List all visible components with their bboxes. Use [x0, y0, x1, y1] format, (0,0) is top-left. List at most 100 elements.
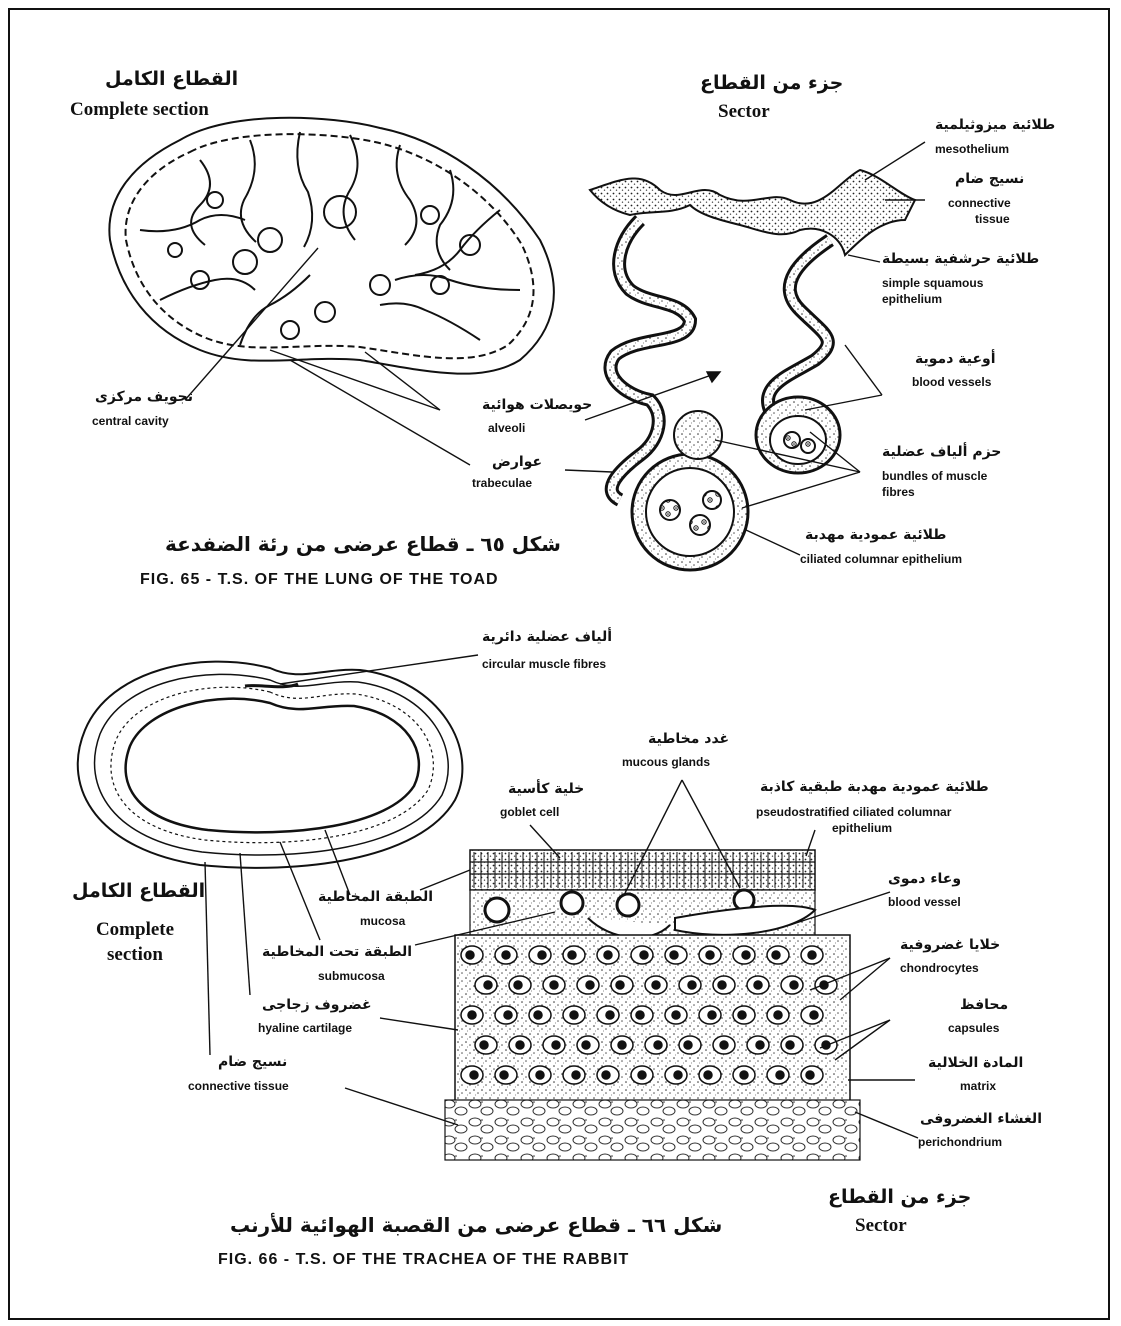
label-alveoli-ar: حويصلات هوائية: [482, 398, 592, 413]
fig65-caption-ar: شكل ٦٥ ـ قطاع عرضى من رئة الضفدعة: [165, 534, 561, 555]
chondrocyte-cell: [815, 976, 837, 994]
chondrocyte-cell: [611, 976, 633, 994]
chondrocyte-cell: [631, 1066, 653, 1084]
label-hyaline-ar: غضروف زجاجى: [262, 998, 372, 1013]
label-mucosa-ar: الطبقة المخاطية: [318, 890, 433, 905]
fig66-sector-ar: جزء من القطاع: [828, 1188, 971, 1208]
label-connective-en2: tissue: [975, 213, 1010, 226]
chondrocyte-cell: [767, 1066, 789, 1084]
fig65-left-title-en: Complete section: [70, 100, 209, 120]
chondrocyte-cell: [475, 976, 497, 994]
label-cavity-ar: تجويف مركزى: [95, 390, 193, 405]
fig66-left-title-ar: القطاع الكامل: [72, 882, 205, 902]
chondrocyte-cell: [631, 946, 653, 964]
label-vessels-en: blood vessels: [912, 376, 991, 389]
chondrocyte-cell: [529, 1006, 551, 1024]
label-submucosa-en: submucosa: [318, 970, 385, 983]
chondrocyte-cell: [529, 946, 551, 964]
label-goblet-ar: خلية كأسية: [508, 782, 584, 797]
chondrocyte-cell: [713, 1036, 735, 1054]
label-matrix-en: matrix: [960, 1080, 996, 1093]
chondrocyte-cell: [461, 1066, 483, 1084]
fig66-left-title-en2: section: [80, 945, 190, 965]
chondrocyte-cell: [597, 1066, 619, 1084]
label-pseudo-en1: pseudostratified ciliated columnar: [756, 806, 951, 819]
chondrocyte-cell: [767, 1006, 789, 1024]
label-capsules-en: capsules: [948, 1022, 999, 1035]
label-connective-ar: نسيج ضام: [955, 172, 1024, 187]
chondrocyte-cell: [631, 1006, 653, 1024]
label-trabeculae-en: trabeculae: [472, 477, 532, 490]
label-muscle-en1: bundles of muscle: [882, 470, 987, 483]
label-conn-en: connective tissue: [188, 1080, 289, 1093]
label-glands-en: mucous glands: [622, 756, 710, 769]
chondrocyte-cell: [733, 946, 755, 964]
label-squamous-ar: طلائية حرشفية بسيطة: [882, 252, 1039, 267]
label-circular-en: circular muscle fibres: [482, 658, 606, 671]
label-chondro-en: chondrocytes: [900, 962, 979, 975]
chondrocyte-cell: [509, 1036, 531, 1054]
trachea-sector: [445, 850, 860, 1160]
chondrocyte-cell: [645, 1036, 667, 1054]
chondrocyte-cell: [747, 1036, 769, 1054]
label-vessels-ar: أوعية دموية: [915, 352, 996, 367]
label-vessel-en: blood vessel: [888, 896, 961, 909]
label-muscle-ar: حزم ألياف عضلية: [882, 445, 1001, 460]
fig66-caption-en: FIG. 66 - T.S. OF THE TRACHEA OF THE RAB…: [218, 1252, 629, 1269]
chondrocyte-cell: [747, 976, 769, 994]
label-ciliated-ar: طلائية عمودية مهدبة: [805, 528, 946, 543]
chondrocyte-cell: [801, 1066, 823, 1084]
label-mucosa-en: mucosa: [360, 915, 405, 928]
chondrocyte-cell: [801, 1006, 823, 1024]
chondrocyte-cell: [781, 976, 803, 994]
chondrocyte-cell: [495, 1006, 517, 1024]
chondrocyte-cell: [577, 976, 599, 994]
label-capsules-ar: محافظ: [960, 998, 1008, 1013]
label-circular-ar: ألياف عضلية دائرية: [482, 630, 612, 645]
chondrocyte-cell: [801, 946, 823, 964]
chondrocyte-cell: [699, 946, 721, 964]
label-pseudo-en2: epithelium: [832, 822, 892, 835]
chondrocyte-cell: [611, 1036, 633, 1054]
chondrocyte-cell: [679, 976, 701, 994]
chondrocyte-cell: [543, 976, 565, 994]
chondrocyte-cell: [645, 976, 667, 994]
chondrocyte-cell: [699, 1006, 721, 1024]
chondrocyte-cell: [529, 1066, 551, 1084]
chondrocyte-cell: [781, 1036, 803, 1054]
label-trabeculae-ar: عوارض: [492, 455, 542, 470]
chondrocyte-cell: [461, 946, 483, 964]
fig65-right-title-ar: جزء من القطاع: [700, 74, 843, 94]
chondrocyte-cell: [495, 1066, 517, 1084]
chondrocyte-cell: [699, 1066, 721, 1084]
label-mesothelium-ar: طلائية ميزوثيلمية: [935, 118, 1055, 133]
chondrocyte-cell: [733, 1006, 755, 1024]
label-glands-ar: غدد مخاطية: [648, 732, 729, 747]
chondrocyte-cell: [733, 1066, 755, 1084]
label-pseudo-ar: طلائية عمودية مهدبة طبقية كاذبة: [760, 780, 989, 795]
label-muscle-en2: fibres: [882, 486, 915, 499]
label-peri-en: perichondrium: [918, 1136, 1002, 1149]
label-connective-en1: connective: [948, 197, 1011, 210]
label-submucosa-ar: الطبقة تحت المخاطية: [262, 945, 412, 960]
chondrocyte-cell: [563, 1006, 585, 1024]
chondrocyte-cell: [597, 1006, 619, 1024]
chondrocyte-cell: [597, 946, 619, 964]
label-matrix-ar: المادة الخلالية: [928, 1056, 1023, 1071]
chondrocyte-cell: [461, 1006, 483, 1024]
chondrocyte-cell: [679, 1036, 701, 1054]
fig66-left-title-en1: Complete: [80, 920, 190, 940]
chondrocyte-cell: [495, 946, 517, 964]
chondrocyte-cell: [665, 946, 687, 964]
chondrocyte-cell: [767, 946, 789, 964]
label-peri-ar: الغشاء الغضروفى: [920, 1112, 1042, 1127]
label-cavity-en: central cavity: [92, 415, 169, 428]
fig65-caption-en: FIG. 65 - T.S. OF THE LUNG OF THE TOAD: [140, 572, 499, 589]
label-chondro-ar: خلايا غضروفية: [900, 938, 1000, 953]
trachea-complete-section: [78, 662, 463, 868]
label-ciliated-en: ciliated columnar epithelium: [800, 553, 962, 566]
fig65-right-title-en: Sector: [718, 102, 770, 122]
chondrocyte-cell: [475, 1036, 497, 1054]
label-alveoli-en: alveoli: [488, 422, 525, 435]
lung-sector: [590, 170, 915, 570]
